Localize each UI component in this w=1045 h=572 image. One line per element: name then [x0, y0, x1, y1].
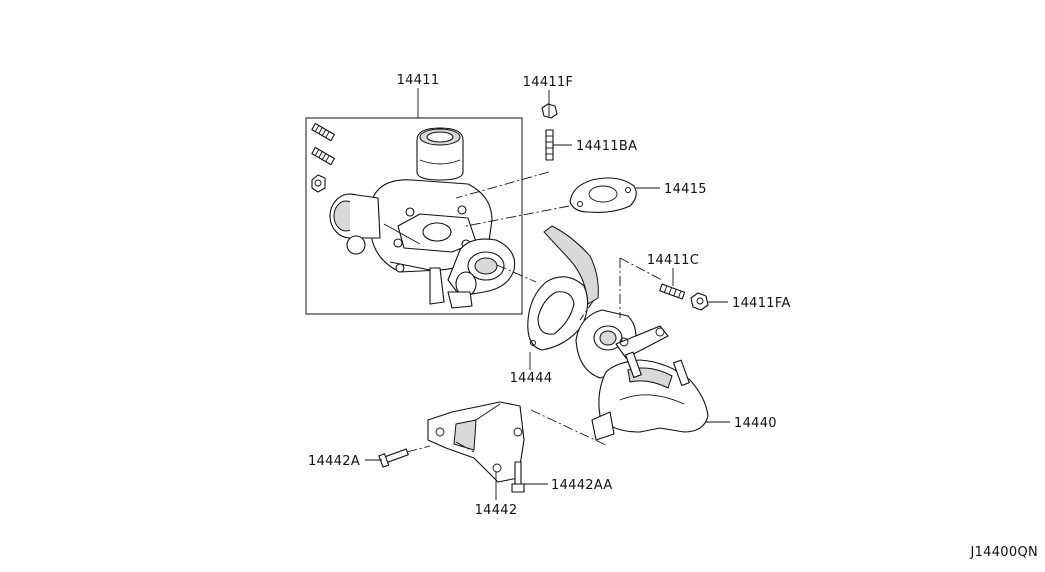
kit-studs-and-nut [311, 122, 335, 193]
lower-stud-drawing [659, 283, 686, 300]
bracket-bolt-bottom-drawing [511, 461, 525, 493]
label-upper-nut: 14411F [523, 75, 574, 90]
manifold-gasket-drawing [527, 225, 599, 351]
turbo-gasket-drawing [569, 177, 637, 213]
label-lower-stud: 14411C [647, 253, 699, 268]
bracket-drawing [427, 401, 525, 483]
exhaust-manifold-drawing [575, 309, 709, 441]
alignment-lines [406, 171, 663, 453]
label-bracket: 14442 [475, 503, 518, 518]
bracket-bolt-left-drawing [378, 448, 409, 468]
turbocharger-drawing [329, 127, 516, 309]
label-lower-nut: 14411FA [732, 296, 791, 311]
label-exhaust-manifold: 14440 [734, 416, 777, 431]
label-turbocharger: 14411 [397, 73, 440, 88]
upper-nut-drawing [541, 103, 558, 119]
diagram-id: J14400QN [969, 545, 1038, 560]
lower-nut-drawing [690, 292, 709, 311]
label-manifold-gasket: 14444 [510, 371, 553, 386]
label-turbo-gasket: 14415 [664, 182, 707, 197]
leader-lines [365, 88, 730, 500]
upper-stud-drawing [545, 129, 554, 161]
turbocharger-assembly-frame [305, 117, 523, 315]
label-upper-stud: 14411BA [576, 139, 637, 154]
label-bracket-bolt-left: 14442A [308, 454, 360, 469]
label-bracket-bolt-bottom: 14442AA [551, 478, 613, 493]
